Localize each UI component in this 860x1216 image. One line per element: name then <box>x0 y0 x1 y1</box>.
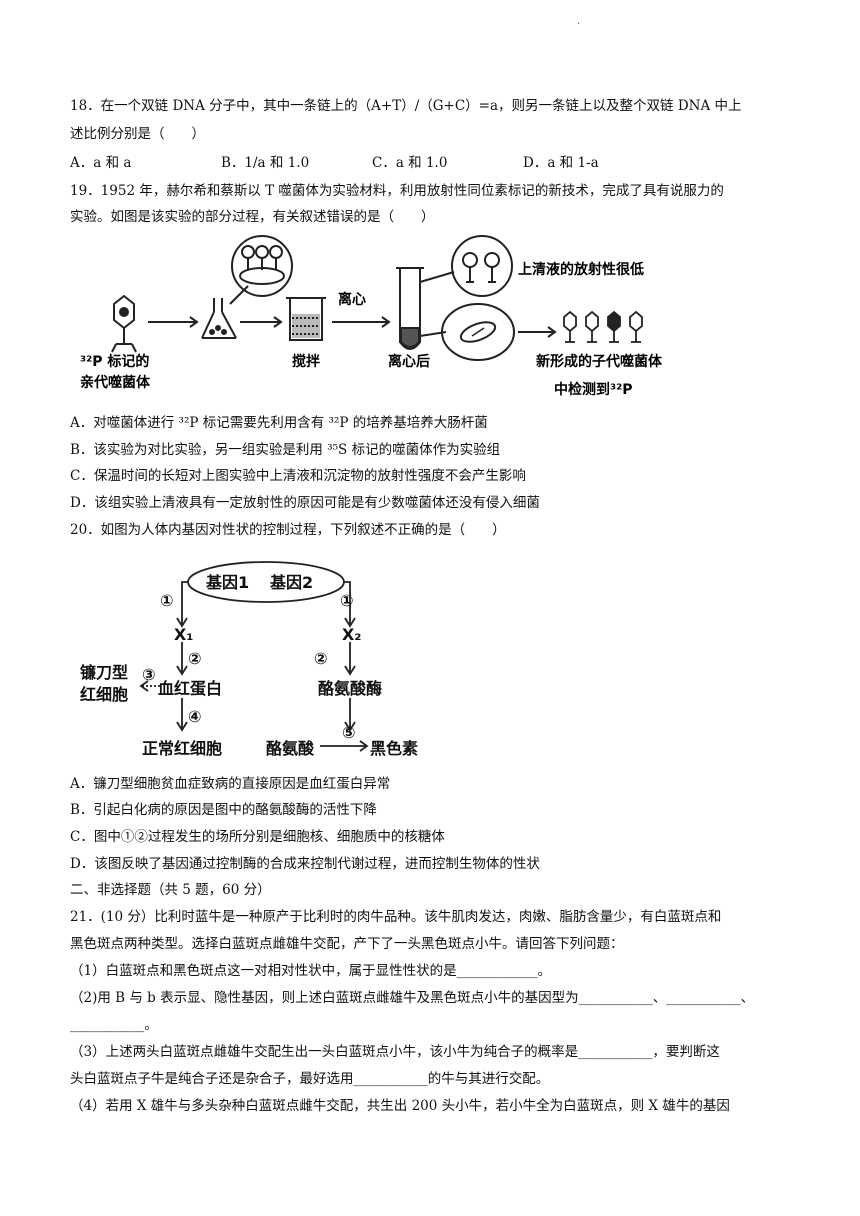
section-heading: 二、非选择题（共 5 题，60 分） <box>70 882 271 898</box>
infection-zoom-circle <box>229 235 293 305</box>
arrow-to-beaker <box>240 316 283 328</box>
q20-option-c: C．图中①②过程发生的场所分别是细胞核、细胞质中的核糖体 <box>70 829 445 845</box>
label-progeny-line1: 新形成的子代噬菌体 <box>536 353 663 370</box>
label-after-centrifuge: 离心后 <box>388 353 430 370</box>
label-hemoglobin: 血红蛋白 <box>158 679 222 698</box>
q21-part3-line2: 头白蓝斑点子牛是纯合子还是杂合子，最好选用___________的牛与其进行交配… <box>70 1071 550 1087</box>
q21-part4: （4）若用 X 雄牛与多头杂种白蓝斑点雌牛交配，共生出 200 头小牛，若小牛全… <box>70 1098 730 1114</box>
step-4: ④ <box>188 707 202 726</box>
step-1-right: ① <box>340 591 354 610</box>
q21-stem-line1: 21．(10 分）比利时蓝牛是一种原产于比利时的肉牛品种。该牛肌肉发达，肉嫩、脂… <box>70 909 722 925</box>
header-mark: . <box>577 16 581 27</box>
phage-experiment-figure: ³²P 标记的 亲代噬菌体 搅拌 离心 <box>80 235 663 398</box>
label-normal-rbc: 正常红细胞 <box>142 739 222 758</box>
centrifuge-tube-icon <box>396 267 424 350</box>
q19-option-a: A．对噬菌体进行 ³²P 标记需要先利用含有 ³²P 的培养基培养大肠杆菌 <box>70 415 488 431</box>
label-sickle-line1: 镰刀型 <box>80 663 128 682</box>
step-1-left: ① <box>160 591 174 610</box>
label-centrifuge: 离心 <box>338 291 366 308</box>
q19-stem-line2: 实验。如图是该实验的部分过程，有关叙述错误的是（ ） <box>70 209 435 225</box>
label-melanin: 黑色素 <box>370 739 418 758</box>
arrow-to-tube <box>332 316 391 328</box>
label-parent-line2: 亲代噬菌体 <box>80 374 151 391</box>
culture-flask-icon <box>201 298 237 339</box>
q20-option-d: D．该图反映了基因通过控制酶的合成来控制代谢过程，进而控制生物体的性状 <box>70 856 540 872</box>
arrow-to-progeny <box>518 326 557 338</box>
label-x1: X₁ <box>174 625 193 644</box>
path-gene1 <box>181 581 188 624</box>
q18-option-a: A．a 和 a <box>70 155 132 171</box>
q20-option-b: B．引起白化病的原因是图中的酪氨酸酶的活性下降 <box>70 802 377 818</box>
step-2-left: ② <box>188 649 202 668</box>
label-progeny-line2: 中检测到³²P <box>554 381 633 398</box>
q18-stem-line2: 述比例分别是（ ） <box>70 126 205 142</box>
q18-option-d: D．a 和 1-a <box>523 155 599 171</box>
label-sickle-line2: 红细胞 <box>80 685 128 704</box>
step-2-right: ② <box>314 649 328 668</box>
q18-stem-line1: 18．在一个双链 DNA 分子中，其中一条链上的（A+T）/（G+C）=a，则另… <box>70 98 742 114</box>
q21-stem-line2: 黑色斑点两种类型。选择白蓝斑点雌雄牛交配，产下了一头黑色斑点小牛。请回答下列问题… <box>70 936 624 952</box>
label-tyrosine: 酪氨酸 <box>266 739 315 758</box>
label-x2: X₂ <box>342 625 361 644</box>
path-gene2 <box>344 581 351 624</box>
q20-option-a: A．镰刀型细胞贫血症致病的直接原因是血红蛋白异常 <box>70 776 391 792</box>
q18-option-c: C．a 和 1.0 <box>372 155 448 171</box>
q21-part2-line1: （2)用 B 与 b 表示显、隐性基因，则上述白蓝斑点雌雄牛及黑色斑点小牛的基因… <box>70 990 755 1006</box>
label-gene2: 基因2 <box>269 573 313 592</box>
sediment-zoom-circle <box>419 303 515 361</box>
q21-part1: （1）白蓝斑点和黑色斑点这一对相对性状中，属于显性性状的是___________… <box>70 963 552 979</box>
label-tyrosinase: 酪氨酸酶 <box>318 679 382 698</box>
q20-stem: 20．如图为人体内基因对性状的控制过程，下列叙述不正确的是（ ） <box>70 522 506 538</box>
q19-stem-line1: 19．1952 年，赫尔希和蔡斯以 T 噬菌体为实验材料，利用放射性同位素标记的… <box>70 183 724 199</box>
gene-control-figure: 基因1 基因2 ① ① X₁ X₂ ② ② ③ 血红蛋白 镰刀型 红细胞 ④ 酪… <box>80 561 418 758</box>
supernatant-zoom-circle <box>419 235 513 297</box>
stirring-beaker-icon <box>286 297 326 341</box>
q19-option-b: B．该实验为对比实验，另一组实验是利用 ³⁵S 标记的噬菌体作为实验组 <box>70 442 501 458</box>
q19-option-d: D．该组实验上清液具有一定放射性的原因可能是有少数噬菌体还没有侵入细菌 <box>70 495 540 511</box>
progeny-phage-icons <box>563 310 643 343</box>
label-parent-line1: ³²P 标记的 <box>80 353 149 370</box>
q18-option-b: B．1/a 和 1.0 <box>221 155 310 171</box>
step-5: ⑤ <box>342 723 356 742</box>
q19-option-c: C．保温时间的长短对上图实验中上清液和沉淀物的放射性强度不会产生影响 <box>70 468 526 484</box>
step-3: ③ <box>142 665 156 684</box>
parent-phage-icon <box>111 294 137 353</box>
label-stir: 搅拌 <box>292 353 320 370</box>
q21-part2-line2: ___________。 <box>70 1017 158 1033</box>
label-supernatant: 上清液的放射性很低 <box>518 261 644 278</box>
q21-part3-line1: （3）上述两头白蓝斑点雌雄牛交配生出一头白蓝斑点小牛，该小牛为纯合子的概率是__… <box>70 1044 720 1060</box>
label-gene1: 基因1 <box>205 573 249 592</box>
arrow-to-flask <box>148 316 199 328</box>
